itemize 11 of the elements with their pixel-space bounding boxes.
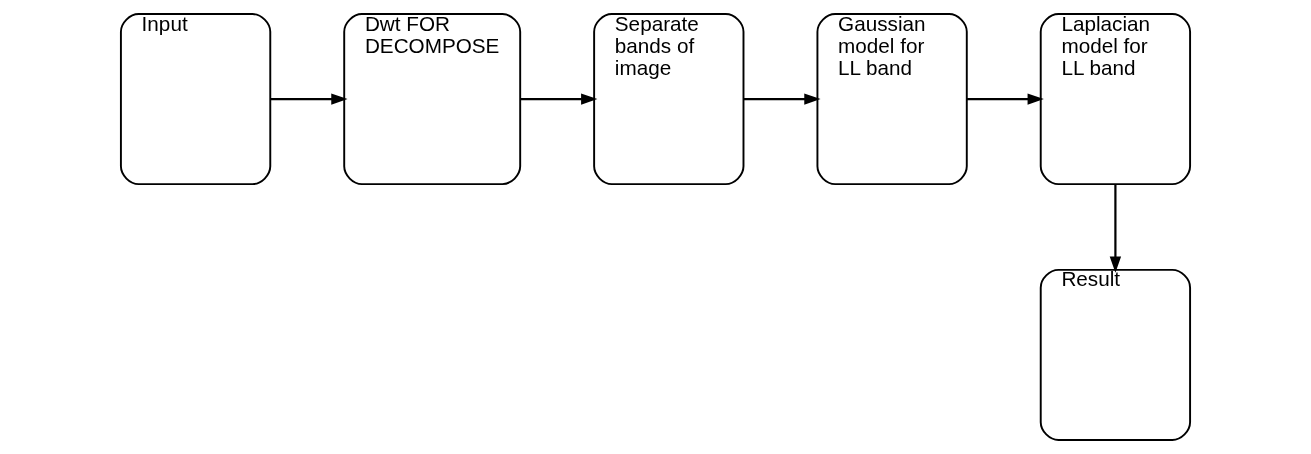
arrow (966, 93, 1044, 105)
node-box: Gaussian model for LL band (816, 13, 968, 186)
node-box: Laplacian model for LL band (1039, 13, 1192, 186)
node-box: Result (1039, 268, 1192, 441)
node-box: Dwt FOR DECOMPOSE (343, 13, 522, 186)
arrow (743, 93, 821, 105)
arrow (520, 93, 598, 105)
node-box: Separate bands of image (593, 13, 745, 186)
arrow (1109, 184, 1122, 273)
arrow (270, 93, 348, 105)
node-box: Input (119, 13, 272, 186)
